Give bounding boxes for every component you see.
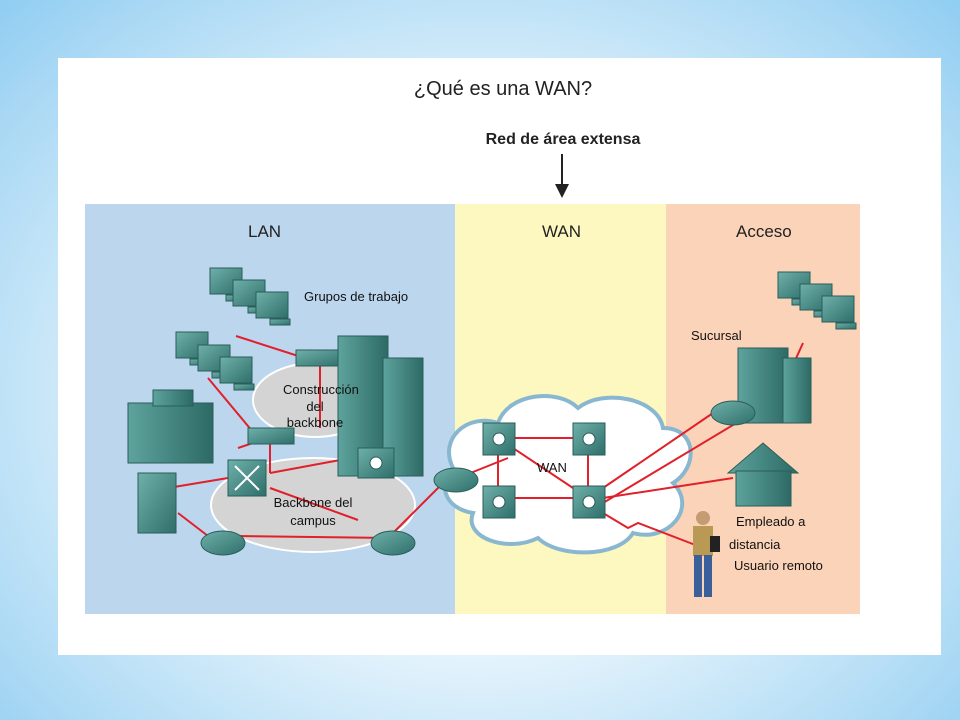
- campus-backbone-label-1: Backbone del: [273, 495, 353, 510]
- backbone-switch: [247, 427, 295, 445]
- wan-zone-label: WAN: [542, 222, 582, 241]
- callout-arrow-head: [555, 184, 569, 198]
- campus-router-right: [370, 530, 416, 556]
- backbone-construction-label-1: Construcción: [283, 382, 359, 397]
- remote-employee-label-2: distancia: [729, 537, 781, 552]
- office-building-left: [127, 389, 214, 464]
- branch-label: Sucursal: [691, 328, 742, 343]
- callout-arrow: [561, 154, 563, 188]
- branch-router: [710, 400, 756, 426]
- workgroup-computers-top: [209, 267, 291, 326]
- remote-employee-label-1: Empleado a: [736, 514, 806, 529]
- branch-computers: [777, 271, 857, 330]
- remote-home: [726, 442, 800, 507]
- backbone-construction-label-2: del backbone: [286, 399, 344, 430]
- multilayer-switch-x: [227, 459, 267, 497]
- tower-multilayer-switch: [357, 447, 395, 479]
- acceso-zone-label: Acceso: [736, 222, 792, 241]
- remote-user-label: Usuario remoto: [734, 558, 823, 573]
- wan-edge-router: [433, 467, 479, 493]
- lan-zone-label: LAN: [248, 222, 282, 241]
- workgroup-switch-top: [295, 349, 345, 367]
- wan-callout: Red de área extensa: [485, 131, 641, 148]
- wan-cloud-label: WAN: [537, 460, 567, 475]
- slide-title: ¿Qué es una WAN?: [413, 78, 593, 100]
- server-tower: [137, 472, 177, 534]
- campus-backbone-label-2: campus: [290, 513, 336, 528]
- campus-router-left: [200, 530, 246, 556]
- remote-user-person: [693, 511, 720, 597]
- slide: ¿Qué es una WAN? Red de área extensa LAN…: [58, 58, 941, 655]
- network-diagram: [127, 267, 857, 597]
- wan-switches: [482, 422, 606, 519]
- workgroup-computers-mid: [175, 331, 255, 391]
- workgroups-label: Grupos de trabajo: [304, 289, 409, 304]
